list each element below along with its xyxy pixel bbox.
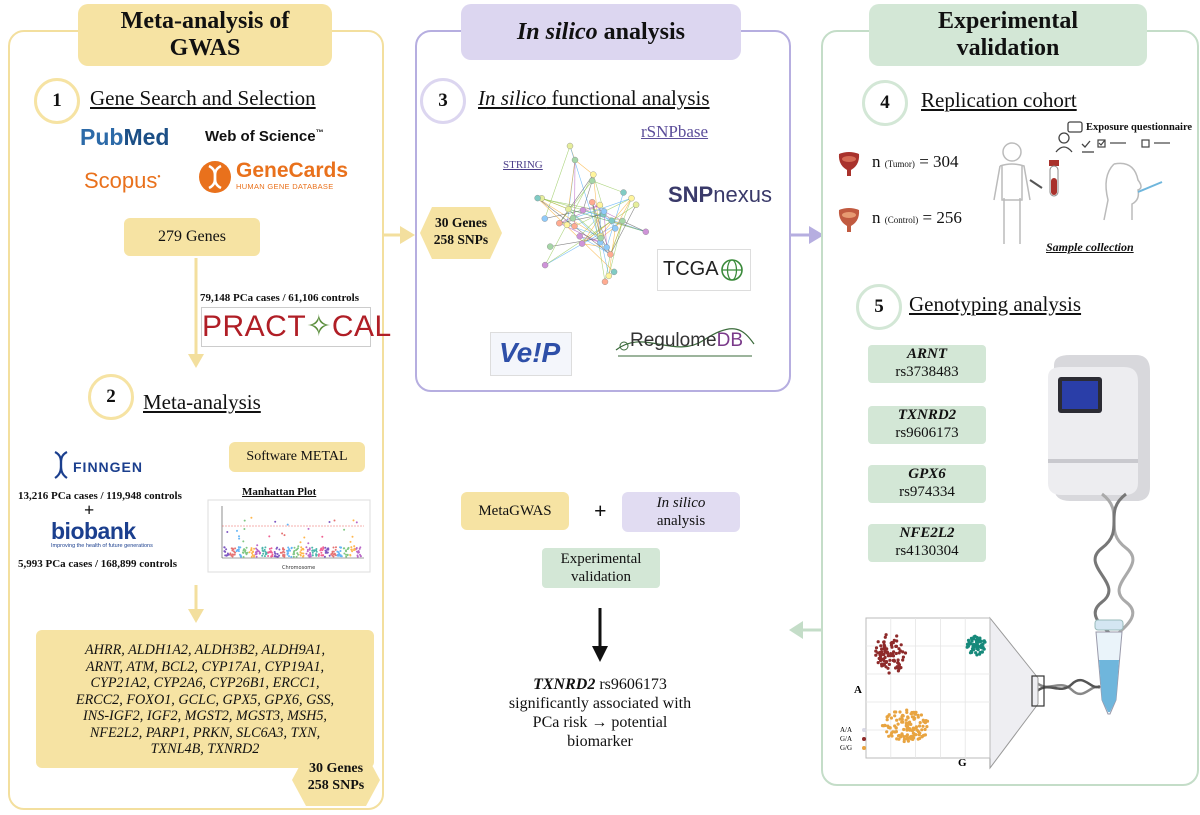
gene-list-line: ERCC2, FOXO1, GCLC, GPX5, GPX6, GSS, (75, 691, 335, 708)
step-5-circle: 5 (856, 284, 902, 330)
final-genes-badge-shape (292, 754, 380, 806)
string-network (534, 142, 650, 286)
genotype-cluster-plot: A G A/A G/A G/G (840, 616, 1045, 770)
genecards-helix-icon (199, 161, 231, 193)
step-2-circle: 2 (88, 374, 134, 420)
summary-metagwas-box: MetaGWAS (461, 492, 569, 530)
biobank-cases: 5,993 PCa cases / 168,899 controls (18, 558, 177, 570)
sample-collection-label: Sample collection (1046, 240, 1134, 254)
summary-plus: + (594, 498, 607, 523)
blood-tube-icon (1049, 160, 1059, 197)
manhattan-x-label: Chromosome (282, 565, 315, 571)
regulome-wave-icon (615, 328, 755, 357)
arrow-down-2 (188, 585, 204, 623)
arrow-silico-to-exp (789, 226, 824, 244)
gene-list-line: INS-IGF2, IGF2, MGST2, MGST3, MSH5, (83, 708, 327, 724)
silico-badge-shape (420, 207, 502, 259)
gene-list-box: AHRR, ALDH1A2, ALDH3B2, ALDH9A1, ARNT, A… (36, 630, 374, 768)
genotype-x-label: G (958, 757, 967, 769)
software-metal-box: Software METAL (229, 442, 365, 472)
globe-icon (721, 259, 743, 281)
arrow-meta-to-silico (382, 226, 415, 244)
dna-helix-horizontal-icon (1035, 678, 1101, 696)
finngen-cases: 13,216 PCa cases / 119,948 controls (18, 490, 182, 502)
biobank-logo: biobank Improving the health of future g… (51, 518, 153, 549)
gene-list-line: NFE2L2, PARP1, PRKN, SLC6A3, TXN, (89, 724, 321, 741)
step-1-circle: 1 (34, 78, 80, 124)
regulomedb-logo: RegulomeDB (614, 320, 756, 362)
control-count: n (Control) = 256 (872, 208, 962, 227)
checklist-icon (1097, 139, 1170, 148)
exposure-questionnaire-label: Exposure questionnaire (1086, 122, 1193, 133)
genes-279-box: 279 Genes (124, 218, 260, 256)
summary-result: TXNRD2 rs9606173 significantly associate… (508, 676, 692, 750)
swab-face-icon (1103, 162, 1163, 221)
step-5-title: Genotyping analysis (909, 292, 1082, 316)
meta-title-line1: Meta-analysis of (120, 8, 290, 34)
prostate-icon-control (838, 208, 860, 232)
questionnaire-icon (1055, 121, 1094, 153)
step-4-circle: 4 (862, 80, 908, 126)
human-figure-icon (993, 142, 1043, 244)
tcga-logo: TCGA (657, 249, 751, 291)
arrow-exp-to-summary (789, 621, 824, 639)
step-4-title: Replication cohort (921, 88, 1077, 112)
meta-analysis-header: Meta-analysis of GWAS (78, 4, 332, 66)
string-logo: STRING (503, 159, 543, 171)
step-2-title: Meta-analysis (143, 390, 261, 414)
rsnpbase-logo: rSNPbase (641, 122, 709, 141)
arrow-down-1 (188, 258, 204, 368)
legend-aa: A/A (840, 726, 852, 734)
scopus-logo: Scopus• (84, 168, 161, 193)
web-of-science-logo: Web of Science™ (205, 128, 324, 145)
practical-cases: 79,148 PCa cases / 61,106 controls (200, 292, 359, 304)
genecards-logo: GeneCards HUMAN GENE DATABASE (236, 159, 349, 192)
gene-list-line: TXNL4B, TXNRD2 (150, 741, 260, 757)
pubmed-logo: PubMed (80, 124, 170, 150)
step-3-title: In silico functional analysis (478, 86, 710, 110)
pcr-tube-icon (1094, 619, 1124, 715)
step-3-circle: 3 (420, 78, 466, 124)
gene-list-line: AHRR, ALDH1A2, ALDH3B2, ALDH9A1, (84, 642, 325, 658)
legend-ga: G/A (840, 735, 852, 743)
in-silico-header: In silico analysis (461, 4, 741, 60)
plus-sign: + (84, 500, 95, 520)
manhattan-plot-title: Manhattan Plot (242, 486, 317, 498)
summary-arrow-down (592, 608, 608, 662)
legend-gg: G/G (840, 744, 852, 752)
vep-logo: Ve!P (490, 332, 572, 376)
meta-title-line2: GWAS (169, 35, 241, 61)
step-1-title: Gene Search and Selection (90, 86, 316, 110)
finngen-logo: FINNGEN (73, 459, 143, 475)
snpnexus-logo: SNPnexus (668, 182, 772, 207)
genotype-y-label: A (854, 684, 862, 696)
finngen-helix-icon (54, 451, 68, 479)
gene-list-line: CYP21A2, CYP2A6, CYP26B1, ERCC1, (90, 675, 320, 691)
practical-logo: PRACT✧CAL (201, 307, 391, 347)
pcr-machine-icon (1048, 355, 1150, 501)
tumor-count: n (Tumor) = 304 (872, 152, 959, 171)
prostate-icon-tumor (838, 152, 860, 176)
manhattan-plot: Chromosome (207, 499, 371, 573)
gene-list-line: ARNT, ATM, BCL2, CYP17A1, CYP19A1, (85, 658, 325, 675)
